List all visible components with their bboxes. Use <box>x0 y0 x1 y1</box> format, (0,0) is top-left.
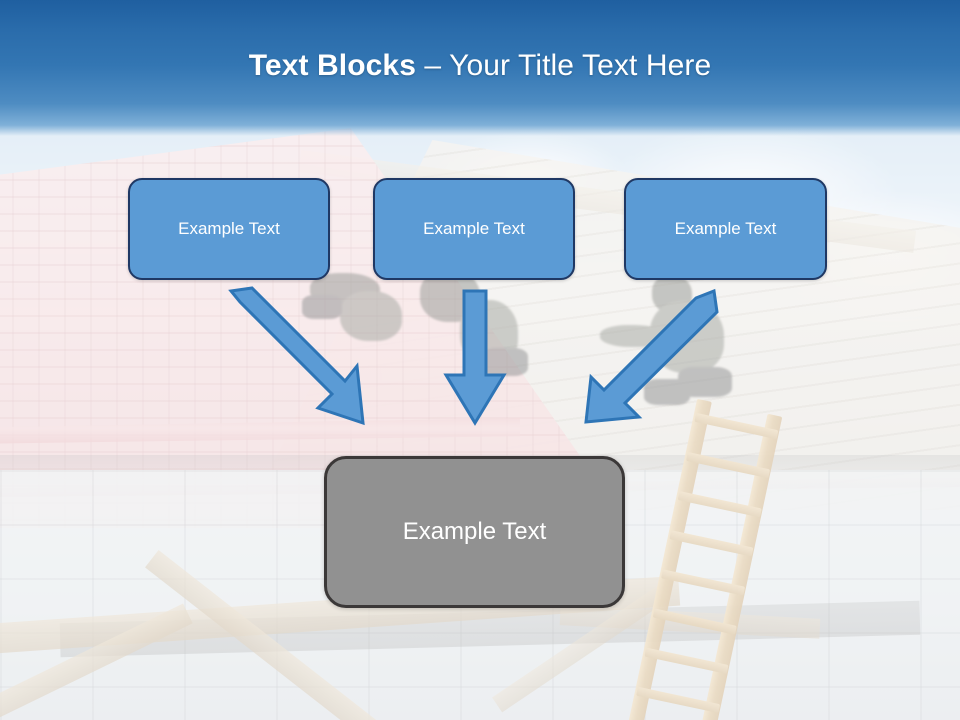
arrow-right-shape <box>584 288 719 424</box>
text-block-3[interactable]: Example Text <box>624 178 827 280</box>
text-block-1-label: Example Text <box>178 219 280 238</box>
result-text-block[interactable]: Example Text <box>324 456 625 608</box>
arrow-left-shape <box>228 286 365 426</box>
title-strong-part: Text Blocks <box>248 49 416 82</box>
result-text-block-label: Example Text <box>402 518 547 545</box>
title-banner <box>0 0 960 136</box>
text-block-2[interactable]: Example Text <box>373 178 575 280</box>
title-light-part: – Your Title Text Here <box>416 49 712 82</box>
text-block-3-label: Example Text <box>674 219 777 238</box>
text-block-2-label: Example Text <box>423 219 525 238</box>
text-block-1[interactable]: Example Text <box>128 178 330 280</box>
page-title: Text Blocks – Your Title Text Here <box>0 47 960 85</box>
arrow-middle-shape <box>443 289 507 426</box>
